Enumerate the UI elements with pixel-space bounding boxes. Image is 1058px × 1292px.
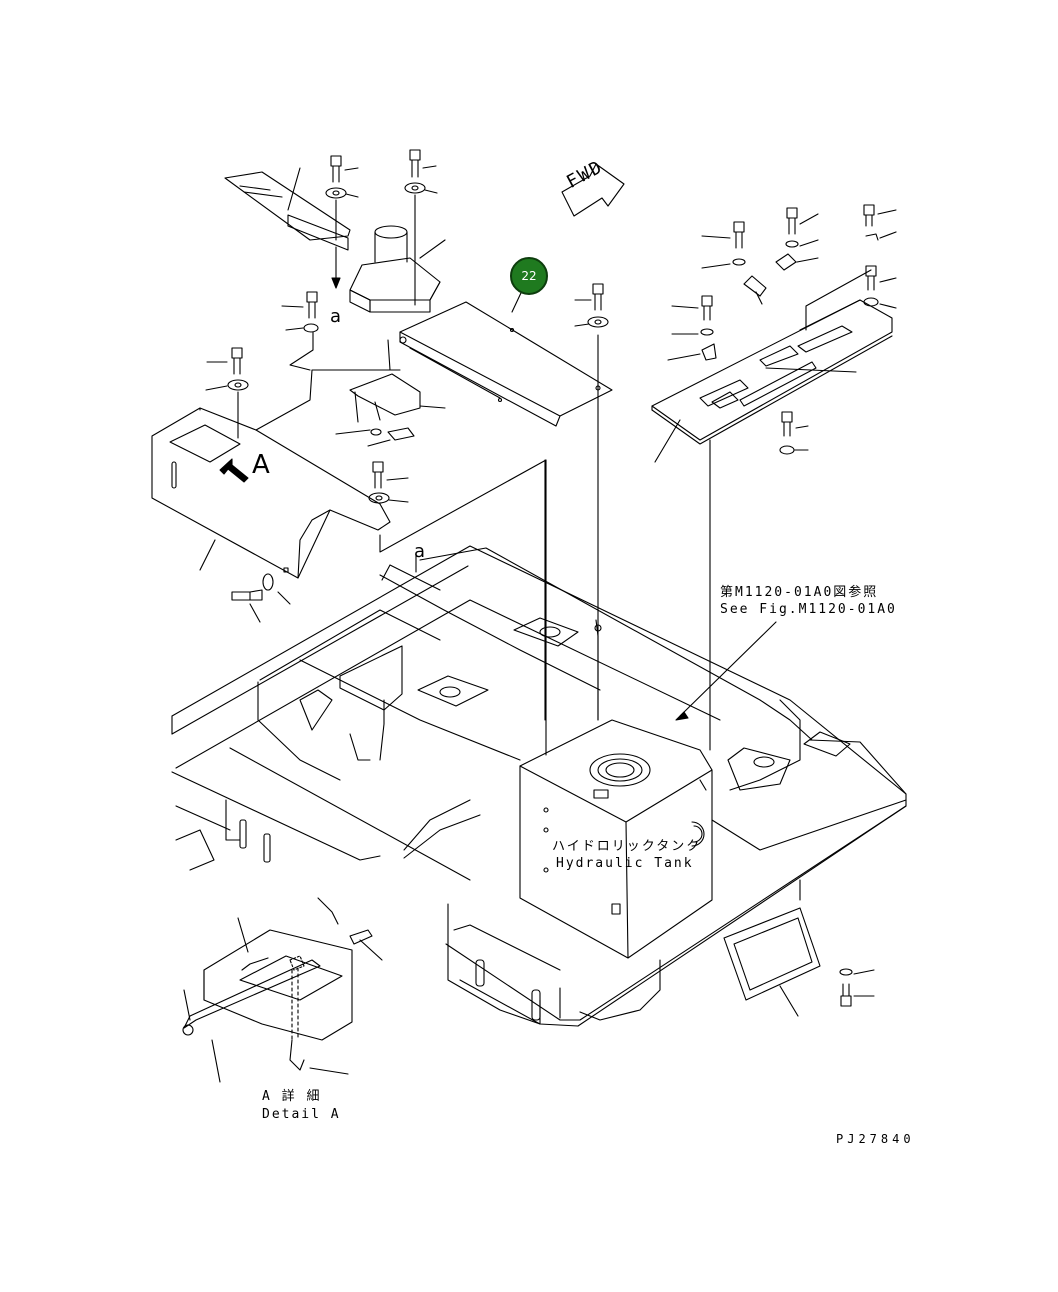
side-cover bbox=[151, 369, 401, 579]
right-panel bbox=[651, 299, 893, 463]
detail-jp-label: A 詳 細 bbox=[262, 1089, 322, 1104]
support-bracket bbox=[335, 339, 446, 447]
hydraulic-tank bbox=[519, 719, 713, 959]
arrow-head bbox=[331, 277, 341, 289]
fwd-arrow bbox=[561, 163, 625, 217]
main-frame bbox=[171, 545, 907, 1027]
reference-en-label: See Fig.M1120-01A0 bbox=[720, 602, 897, 617]
drawing-id: PJ27840 bbox=[836, 1132, 915, 1146]
tank-en-label: Hydraulic Tank bbox=[556, 856, 694, 871]
cover-plate bbox=[399, 277, 613, 427]
detail-en-label: Detail A bbox=[262, 1107, 341, 1122]
bolt-group-right bbox=[574, 283, 609, 328]
nameplate-bracket bbox=[224, 167, 351, 251]
bolt-group-left bbox=[205, 291, 319, 439]
ref-a-label-top: a bbox=[330, 306, 342, 327]
view-a-label: A bbox=[252, 450, 270, 480]
frame-details bbox=[299, 617, 851, 859]
view-arrow bbox=[219, 458, 249, 483]
reference-leader bbox=[679, 621, 777, 717]
ref-a-label-frame: a bbox=[414, 541, 426, 562]
bolt-group-far-right bbox=[667, 204, 897, 455]
detail-a-inset bbox=[182, 897, 383, 1083]
callout-badge-22[interactable]: 22 bbox=[510, 257, 548, 295]
tank-jp-label: ハイドロリックタンク bbox=[552, 839, 702, 854]
reference-arrowhead bbox=[675, 711, 689, 721]
reference-jp-label: 第M1120-01A0図参照 bbox=[720, 585, 879, 600]
bolt-group-mid bbox=[231, 461, 409, 623]
filter-mount bbox=[349, 225, 446, 313]
bolt-group-top bbox=[325, 149, 438, 306]
right-cover bbox=[723, 879, 875, 1017]
ref-line bbox=[379, 459, 547, 756]
